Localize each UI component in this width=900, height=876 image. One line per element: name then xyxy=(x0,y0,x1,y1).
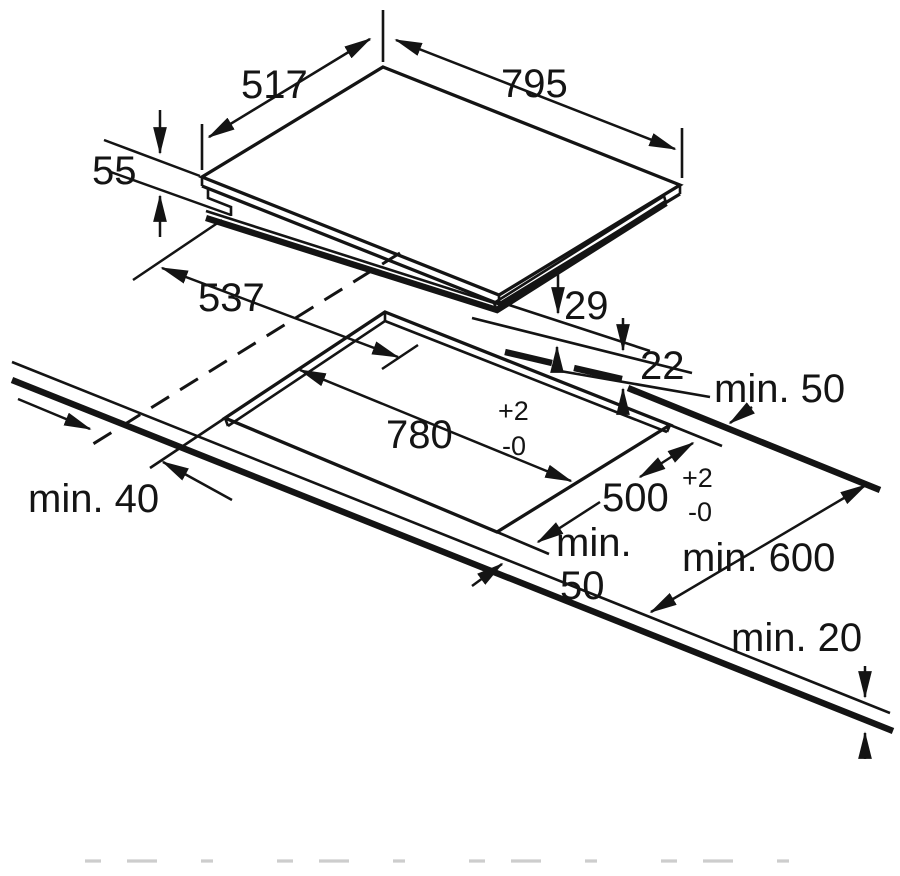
dim-label-29: 29 xyxy=(564,284,609,328)
dim-label-min20: min. 20 xyxy=(731,616,862,660)
dimension-22: 22 xyxy=(616,318,685,415)
hob xyxy=(92,65,684,446)
clearance-below-min20: min. 20 xyxy=(731,616,872,759)
dimension-780: 780 +2 -0 xyxy=(298,368,573,483)
dim-label-500: 500 xyxy=(602,476,669,520)
dim-label-500-tol-plus: +2 xyxy=(682,463,713,493)
dim-label-517: 517 xyxy=(241,63,308,107)
cutout-left-extension xyxy=(149,416,226,470)
worktop-rear-edge xyxy=(626,385,882,493)
dim-label-min50-rear: min. 50 xyxy=(714,367,845,411)
dim-label-780-tol-plus: +2 xyxy=(498,396,529,426)
dim-label-780: 780 xyxy=(386,413,453,457)
cutout-right-extension xyxy=(669,423,723,448)
dimension-795: 795 xyxy=(394,38,684,178)
clearance-left-min40: min. 40 xyxy=(17,397,233,521)
worktop-front-edge xyxy=(10,360,895,734)
dimension-min600: min. 600 xyxy=(649,483,868,614)
cutout-bottom-extension xyxy=(496,530,550,556)
clearance-front-min50: min. 50 xyxy=(471,500,632,608)
hob-body-step xyxy=(206,189,233,216)
dim-label-55: 55 xyxy=(92,149,137,193)
dim-label-min600: min. 600 xyxy=(682,536,835,580)
dimension-537: 537 xyxy=(132,218,419,371)
dimension-517: 517 xyxy=(200,10,385,170)
dim-label-22: 22 xyxy=(640,344,685,388)
dim-label-780-tol-minus: -0 xyxy=(502,431,526,461)
dimension-29: 29 xyxy=(550,270,609,373)
dim-label-min40: min. 40 xyxy=(28,477,159,521)
clearance-rear-min50: min. 50 xyxy=(714,367,845,425)
dim-label-537: 537 xyxy=(198,276,265,320)
dim-label-min50-front-value: 50 xyxy=(560,564,605,608)
dim-label-500-tol-minus: -0 xyxy=(688,497,712,527)
dimension-55: 55 xyxy=(92,110,232,237)
dim-label-min50-front-word: min. xyxy=(556,521,632,565)
dim-label-795: 795 xyxy=(501,62,568,106)
